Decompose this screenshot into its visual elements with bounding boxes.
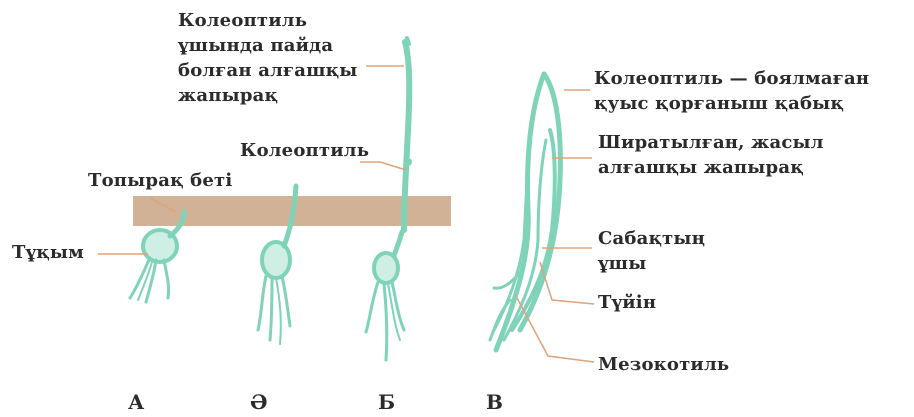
label-soil-surface: Топырақ беті <box>88 168 232 193</box>
label-first-leaf-line-3: болған алғашқы <box>178 58 357 83</box>
label-coleoptile-sheath-line-2: қуыс қорғаныш қабық <box>594 91 869 116</box>
label-first-leaf-line-4: жапырақ <box>178 83 357 108</box>
label-mesocotyl: Мезокотиль <box>598 352 729 377</box>
label-first-leaf-line-1: Колеоптиль <box>178 8 357 33</box>
stage-letter-v: В <box>486 390 503 414</box>
label-stem-tip: Сабақтың ұшы <box>598 226 705 276</box>
label-first-leaf: Колеоптиль ұшында пайда болған алғашқы ж… <box>178 8 357 108</box>
label-stem-tip-line-1: Сабақтың <box>598 226 705 251</box>
label-seed: Тұқым <box>12 240 84 265</box>
stage-letter-a: А <box>128 390 144 414</box>
stage-letter-b: Б <box>378 390 395 414</box>
seedling-stage-v <box>490 74 560 350</box>
label-stem-tip-line-2: ұшы <box>598 251 705 276</box>
label-node: Түйін <box>598 290 656 315</box>
label-rolled-leaf-line-1: Ширатылған, жасыл <box>598 130 824 155</box>
label-coleoptile-sheath: Колеоптиль — боялмаған қуыс қорғаныш қаб… <box>594 66 869 116</box>
label-first-leaf-line-2: ұшында пайда <box>178 33 357 58</box>
stage-letter-ae: Ә <box>250 390 267 414</box>
label-coleoptile: Колеоптиль <box>240 138 369 163</box>
leader-coleoptile <box>360 162 406 170</box>
label-rolled-leaf: Ширатылған, жасыл алғашқы жапырақ <box>598 130 824 180</box>
label-coleoptile-sheath-line-1: Колеоптиль — боялмаған <box>594 66 869 91</box>
label-rolled-leaf-line-2: алғашқы жапырақ <box>598 155 824 180</box>
